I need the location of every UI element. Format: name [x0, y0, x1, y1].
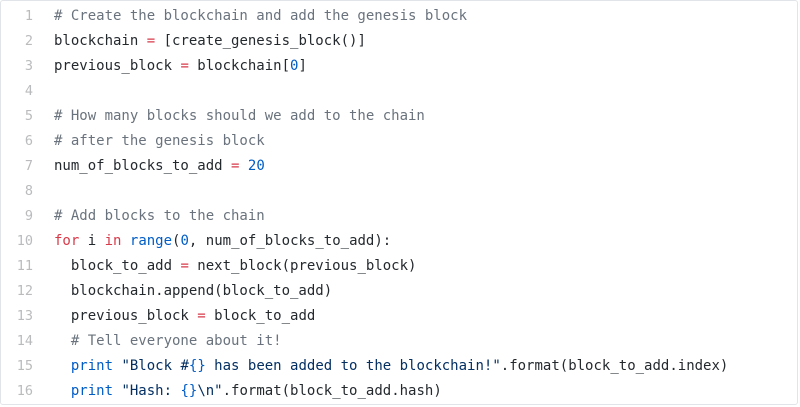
code-token-plain [54, 358, 71, 374]
code-line: 5 # How many blocks should we add to the … [1, 104, 797, 129]
code-token-comment: # Tell everyone about it! [70, 333, 282, 349]
code-token-plain: block_to_add [205, 308, 316, 324]
code-token-plain: ] [298, 58, 307, 74]
code-token-builtin: print [70, 358, 114, 374]
code-line: 7 num_of_blocks_to_add = 20 [1, 154, 797, 179]
code-token-plain: block_to_add [54, 258, 181, 274]
code-token-plain: , num_of_blocks_to_add): [188, 233, 392, 249]
code-token-keyword: in [104, 233, 122, 249]
code-line: 6 # after the genesis block [1, 129, 797, 154]
code-token-builtin: {} [188, 358, 206, 374]
code-token-plain: blockchain [54, 33, 147, 49]
code-token-string: has been added to the blockchain!" [205, 358, 501, 374]
code-token-plain: next_block(previous_block) [188, 258, 417, 274]
code-token-plain [239, 158, 247, 174]
code-token-string: "Hash: [121, 383, 181, 399]
code-token-plain: previous_block [54, 58, 181, 74]
line-code: # after the genesis block [54, 129, 265, 154]
code-line: 11 block_to_add = next_block(previous_bl… [1, 254, 797, 279]
line-code: # Create the blockchain and add the gene… [54, 4, 467, 29]
line-number[interactable]: 3 [24, 58, 33, 74]
line-code: block_to_add = next_block(previous_block… [54, 254, 417, 279]
line-number[interactable]: 2 [24, 33, 33, 49]
code-line: 4 [1, 79, 797, 104]
line-number[interactable]: 11 [16, 258, 33, 274]
code-line: 16 print "Hash: {}\n".format(block_to_ad… [1, 379, 797, 404]
line-code: blockchain = [create_genesis_block()] [54, 29, 366, 54]
code-line: 12 blockchain.append(block_to_add) [1, 279, 797, 304]
code-token-number: 0 [180, 233, 189, 249]
line-number[interactable]: 10 [16, 233, 33, 249]
line-number[interactable]: 12 [16, 283, 33, 299]
line-number[interactable]: 15 [16, 358, 33, 374]
code-token-plain: ( [172, 233, 181, 249]
line-code: num_of_blocks_to_add = 20 [54, 154, 265, 179]
code-token-number: 20 [247, 158, 265, 174]
line-number[interactable]: 8 [24, 183, 33, 199]
code-token-plain [54, 383, 71, 399]
code-token-string: "Block # [121, 358, 189, 374]
code-token-comment: # Add blocks to the chain [54, 208, 265, 224]
code-token-builtin: {} [180, 383, 198, 399]
code-token-op: = [180, 58, 189, 74]
line-number[interactable]: 14 [16, 333, 33, 349]
code-token-comment: # How many blocks should we add to the c… [54, 108, 425, 124]
code-token-plain: .format(block_to_add.index) [500, 358, 729, 374]
line-number[interactable]: 7 [24, 158, 33, 174]
code-line: 15 print "Block #{} has been added to th… [1, 354, 797, 379]
code-line: 2 blockchain = [create_genesis_block()] [1, 29, 797, 54]
code-token-plain: i [79, 233, 105, 249]
line-code: # How many blocks should we add to the c… [54, 104, 425, 129]
line-code: for i in range(0, num_of_blocks_to_add): [54, 229, 391, 254]
line-code: # Add blocks to the chain [54, 204, 265, 229]
code-token-op: = [180, 258, 189, 274]
code-token-keyword: for [54, 233, 80, 249]
code-line: 9 # Add blocks to the chain [1, 204, 797, 229]
code-token-comment: # after the genesis block [54, 133, 265, 149]
line-number[interactable]: 1 [24, 8, 33, 24]
line-code: previous_block = blockchain[0] [54, 54, 307, 79]
code-token-number: 0 [290, 58, 299, 74]
line-code: print "Hash: {}\n".format(block_to_add.h… [54, 379, 442, 404]
code-token-op: = [231, 158, 240, 174]
code-token-plain: blockchain.append(block_to_add) [54, 283, 333, 299]
line-code: blockchain.append(block_to_add) [54, 279, 332, 304]
code-token-plain [54, 333, 71, 349]
code-token-plain: blockchain[ [188, 58, 291, 74]
code-line: 3 previous_block = blockchain[0] [1, 54, 797, 79]
line-number[interactable]: 5 [24, 108, 33, 124]
line-code: previous_block = block_to_add [54, 304, 315, 329]
line-number[interactable]: 4 [24, 83, 33, 99]
code-line: 13 previous_block = block_to_add [1, 304, 797, 329]
code-token-plain: [create_genesis_block()] [155, 33, 366, 49]
code-token-builtin: print [70, 383, 114, 399]
line-number[interactable]: 13 [16, 308, 33, 324]
code-token-string: \n" [197, 383, 223, 399]
code-token-plain: num_of_blocks_to_add [54, 158, 232, 174]
line-number[interactable]: 16 [16, 383, 33, 399]
line-number[interactable]: 9 [24, 208, 33, 224]
code-line: 8 [1, 179, 797, 204]
code-token-op: = [197, 308, 206, 324]
code-line: 14 # Tell everyone about it! [1, 329, 797, 354]
code-token-plain: previous_block [54, 308, 198, 324]
line-code: # Tell everyone about it! [54, 329, 282, 354]
code-token-comment: # Create the blockchain and add the gene… [54, 8, 468, 24]
code-token-plain [121, 233, 129, 249]
line-code: print "Block #{} has been added to the b… [54, 354, 728, 379]
code-token-builtin: range [129, 233, 173, 249]
code-line: 10 for i in range(0, num_of_blocks_to_add… [1, 229, 797, 254]
code-token-op: = [146, 33, 156, 49]
line-number[interactable]: 6 [24, 133, 33, 149]
code-line: 1 # Create the blockchain and add the gen… [1, 4, 797, 29]
code-token-plain: .format(block_to_add.hash) [222, 383, 442, 399]
